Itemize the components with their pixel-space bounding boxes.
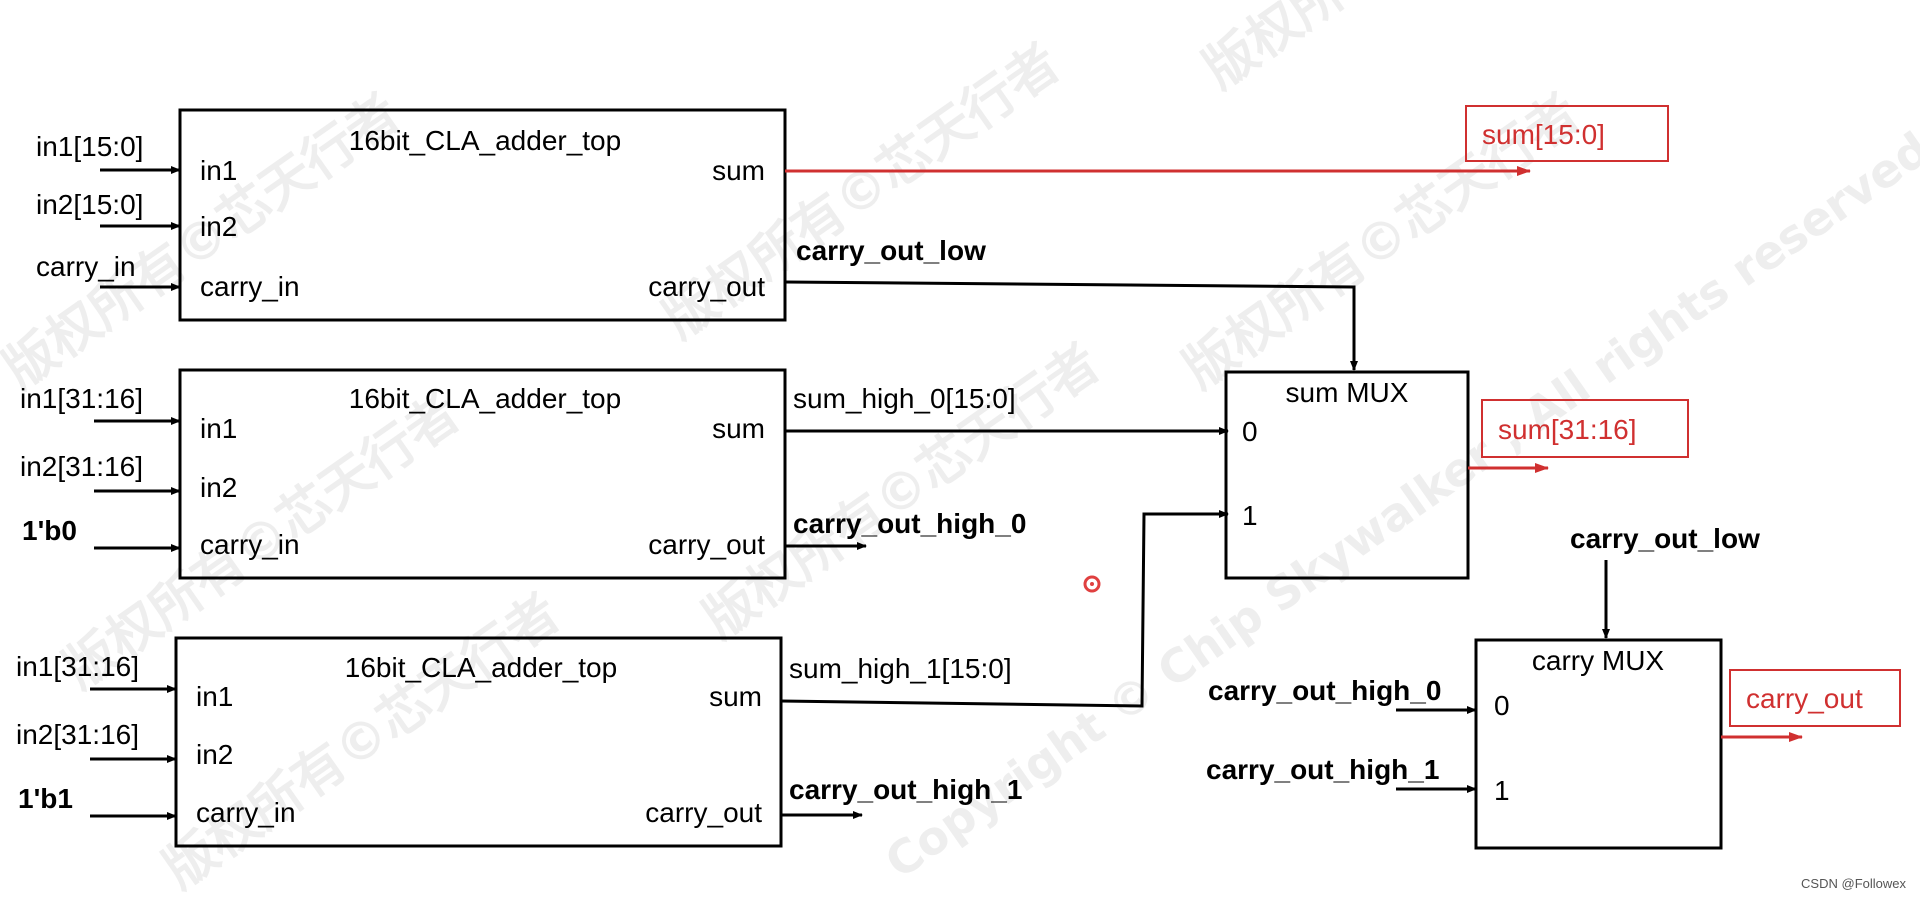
adder-high-1-port-cout: carry_out	[645, 797, 762, 828]
adder-low-ext-in1: in1[15:0]	[36, 131, 143, 162]
adder-high-0-ext-cin: 1'b0	[22, 515, 77, 546]
adder-low-port-in2: in2	[200, 211, 237, 242]
signal-carry-out-high-1-2: carry_out_high_1	[1206, 754, 1439, 785]
svg-text:版权所有©芯天行者: 版权所有©芯天行者	[693, 333, 1111, 651]
signal-carry-out-high-0: carry_out_high_0	[793, 508, 1026, 539]
sum-mux-title: sum MUX	[1286, 377, 1409, 408]
adder-high-1-title: 16bit_CLA_adder_top	[345, 652, 617, 683]
sum-mux-in0: 0	[1242, 416, 1258, 447]
adder-high-0-port-cin: carry_in	[200, 529, 300, 560]
svg-text:版权所有©芯天行者: 版权所有©芯天行者	[653, 33, 1071, 351]
output-sum-high: sum[31:16]	[1498, 414, 1637, 445]
output-carry-out: carry_out	[1746, 683, 1863, 714]
adder-high-1-port-in2: in2	[196, 739, 233, 770]
signal-carry-out-high-0-2: carry_out_high_0	[1208, 675, 1441, 706]
signal-sum-high-1: sum_high_1[15:0]	[789, 653, 1012, 684]
output-sum-low: sum[15:0]	[1482, 119, 1605, 150]
carry-mux-in0: 0	[1494, 690, 1510, 721]
sum-mux: sum MUX 0 1	[1224, 370, 1470, 580]
output-carry-out-box	[1729, 669, 1901, 727]
svg-text:版权所有©芯天行者: 版权所有©芯天行者	[1193, 0, 1611, 101]
adder-high-0-port-in2: in2	[200, 472, 237, 503]
adder-high-0-port-sum: sum	[712, 413, 765, 444]
signal-carry-out-low: carry_out_low	[796, 235, 986, 266]
adder-low-port-sum: sum	[712, 155, 765, 186]
output-sum-high-box	[1481, 399, 1689, 458]
cursor-pointer-icon	[1083, 575, 1101, 593]
cursor-dot-icon	[1090, 582, 1094, 586]
adder-high-1-box	[174, 636, 783, 848]
signal-carry-out-low-2: carry_out_low	[1570, 523, 1760, 554]
adder-high-0-ext-in1: in1[31:16]	[20, 383, 143, 414]
signal-sum-high-0: sum_high_0[15:0]	[793, 383, 1016, 414]
output-sum-low-box	[1465, 105, 1669, 162]
adder-high-1-ext-cin: 1'b1	[18, 783, 73, 814]
adder-low-title: 16bit_CLA_adder_top	[349, 125, 621, 156]
sum-mux-box	[1224, 370, 1470, 580]
adder-high-1-ext-in2: in2[31:16]	[16, 719, 139, 750]
adder-high-1: 16bit_CLA_adder_top in1 in2 carry_in sum…	[16, 636, 783, 848]
sum-mux-in1: 1	[1242, 500, 1258, 531]
adder-low-ext-cin: carry_in	[36, 251, 136, 282]
carry-mux: carry MUX 0 1	[1474, 638, 1723, 850]
adder-high-0-port-in1: in1	[200, 413, 237, 444]
adder-low-port-cin: carry_in	[200, 271, 300, 302]
adder-high-0: 16bit_CLA_adder_top in1 in2 carry_in sum…	[20, 368, 787, 580]
carry-mux-in1: 1	[1494, 775, 1510, 806]
adder-high-1-ext-in1: in1[31:16]	[16, 651, 139, 682]
wire-sum-high-1	[780, 510, 1229, 708]
adder-high-0-ext-in2: in2[31:16]	[20, 451, 143, 482]
adder-high-0-title: 16bit_CLA_adder_top	[349, 383, 621, 414]
adder-high-0-port-cout: carry_out	[648, 529, 765, 560]
adder-low: 16bit_CLA_adder_top in1 in2 carry_in sum…	[36, 108, 787, 322]
credit: CSDN @Followex	[1801, 876, 1906, 891]
adder-high-0-box	[178, 368, 787, 580]
adder-low-port-in1: in1	[200, 155, 237, 186]
carry-mux-box	[1474, 638, 1723, 850]
adder-high-1-port-sum: sum	[709, 681, 762, 712]
carry-mux-title: carry MUX	[1532, 645, 1665, 676]
adder-low-port-cout: carry_out	[648, 271, 765, 302]
adder-high-1-port-cin: carry_in	[196, 797, 296, 828]
signal-carry-out-high-1: carry_out_high_1	[789, 774, 1022, 805]
adder-low-ext-in2: in2[15:0]	[36, 189, 143, 220]
adder-high-1-port-in1: in1	[196, 681, 233, 712]
wire-carry-out-low	[784, 280, 1358, 371]
adder-low-box	[178, 108, 787, 322]
